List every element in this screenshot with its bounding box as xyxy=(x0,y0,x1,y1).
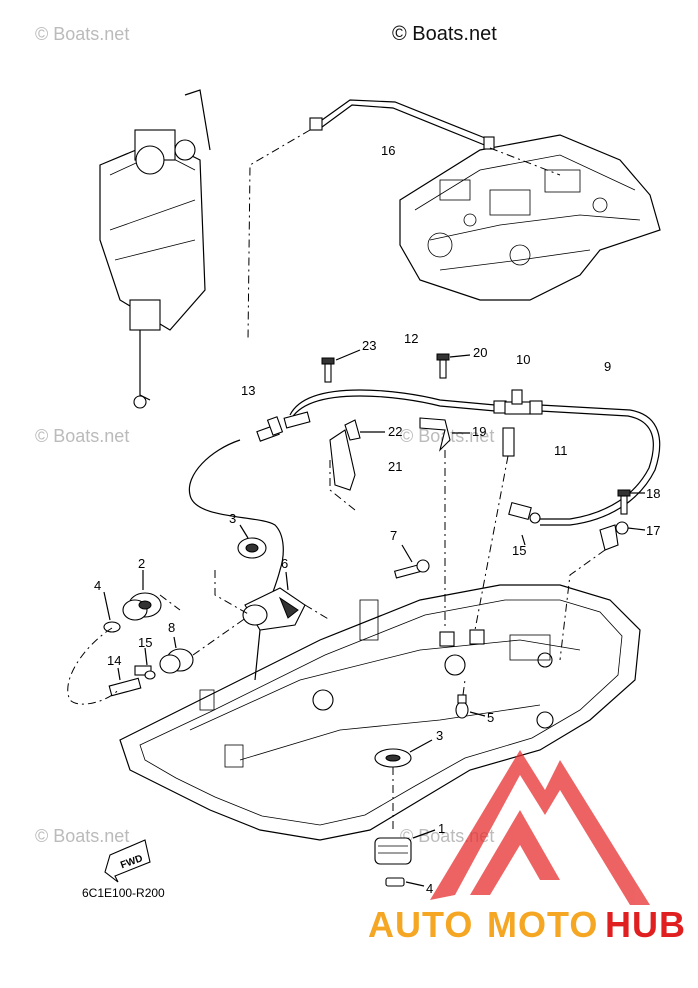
engine-base-plate xyxy=(399,134,661,301)
hose-16 xyxy=(314,99,491,141)
callout-16: 16 xyxy=(381,143,395,158)
hose-12 xyxy=(289,389,496,416)
callout-1: 1 xyxy=(438,821,445,836)
fwd-arrow: FWD xyxy=(104,839,151,883)
logo-text-hub: HUB xyxy=(605,904,686,945)
callout-22: 22 xyxy=(388,424,402,439)
watermark-main: © Boats.net xyxy=(392,23,497,45)
callout-15-left: 15 xyxy=(138,635,152,650)
callout-13: 13 xyxy=(241,383,255,398)
logo-inner-triangle xyxy=(470,810,560,895)
callout-3-upper: 3 xyxy=(229,511,236,526)
callout-10: 10 xyxy=(516,352,530,367)
logo-triangle xyxy=(430,750,650,905)
callout-12: 12 xyxy=(404,331,418,346)
callout-4-lower: 4 xyxy=(426,881,433,896)
tee-joint-10 xyxy=(504,389,531,415)
watermark-tile: © Boats.net xyxy=(35,826,129,846)
grommet-3-upper xyxy=(237,537,267,559)
automotohub-logo xyxy=(430,750,650,905)
bracket-21 xyxy=(329,419,361,491)
hose-13 xyxy=(188,439,284,681)
clamp-19 xyxy=(419,417,451,452)
callout-15-right: 15 xyxy=(512,543,526,558)
clamp-17 xyxy=(599,521,629,551)
callout-17: 17 xyxy=(646,523,660,538)
callout-4-left: 4 xyxy=(94,578,101,593)
bolt-23 xyxy=(321,357,335,383)
clip-4-lower xyxy=(385,877,405,887)
callout-19: 19 xyxy=(472,424,486,439)
grommet-6 xyxy=(242,587,306,631)
vapor-separator-assembly xyxy=(99,89,211,409)
callout-7: 7 xyxy=(390,528,397,543)
callout-23: 23 xyxy=(362,338,376,353)
callout-21: 21 xyxy=(388,459,402,474)
bottom-cowling xyxy=(119,584,641,841)
diagram-code: 6C1E100-R200 xyxy=(82,886,165,900)
watermark-tile: © Boats.net xyxy=(35,426,129,446)
logo-text-moto: MOTO xyxy=(487,904,598,945)
logo-text-auto: AUTO xyxy=(368,904,473,945)
grommet-8 xyxy=(159,648,194,674)
clip-4-left xyxy=(103,621,121,633)
elbow-15-right xyxy=(508,501,541,524)
callout-9: 9 xyxy=(604,359,611,374)
callout-5: 5 xyxy=(487,710,494,725)
elbow-15-left xyxy=(134,665,156,680)
callout-2: 2 xyxy=(138,556,145,571)
watermark-tile: © Boats.net xyxy=(35,24,129,44)
screw-7 xyxy=(393,559,430,579)
hose-11 xyxy=(502,427,515,457)
hose-9 xyxy=(539,404,661,526)
grommet-2 xyxy=(122,592,162,621)
clip-5 xyxy=(455,694,469,719)
joint-13 xyxy=(256,411,311,442)
callout-18: 18 xyxy=(646,486,660,501)
bolt-20 xyxy=(436,353,450,379)
hose-14 xyxy=(108,677,142,697)
callout-14: 14 xyxy=(107,653,121,668)
callout-11: 11 xyxy=(554,443,568,458)
callout-6: 6 xyxy=(281,556,288,571)
grommet-1 xyxy=(374,837,412,865)
callout-8: 8 xyxy=(168,620,175,635)
grommet-3-lower xyxy=(374,748,412,768)
callout-3-lower: 3 xyxy=(436,728,443,743)
callout-20: 20 xyxy=(473,345,487,360)
